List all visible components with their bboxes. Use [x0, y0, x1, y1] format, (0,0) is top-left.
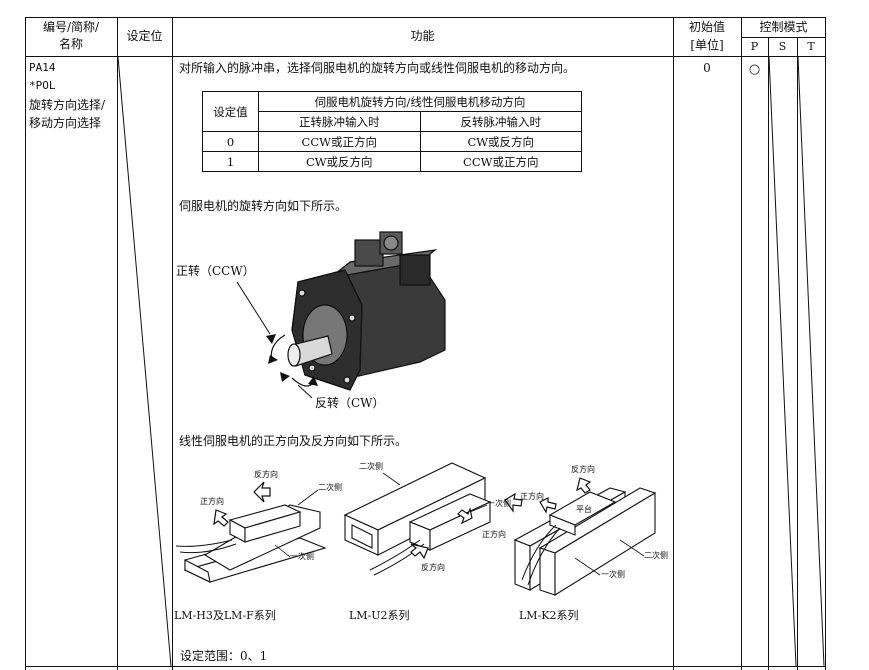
header-mode-p: P [750, 40, 759, 53]
dir-table-subheader-reverse: 反转脉冲输入时 [419, 111, 582, 132]
mode-divider-2 [797, 37, 798, 670]
table-header-bottom [25, 56, 826, 57]
param-number: PA14 [29, 61, 56, 74]
direction-table: 设定值 伺服电机旋转方向/线性伺服电机移动方向 正转脉冲输入时 反转脉冲输入时 … [202, 91, 582, 172]
col-divider-1 [117, 17, 118, 670]
table-row: 1 CW或反方向 CCW或正方向 [202, 151, 582, 172]
header-name-line2: 名称 [58, 37, 83, 51]
lm-k2-secondary-label: 二次侧 [644, 551, 668, 560]
param-abbr: *POL [29, 79, 56, 92]
series-lm-h3: LM-H3及LM-F系列 [174, 609, 276, 622]
table-border-bottom [25, 666, 826, 667]
col-divider-2 [172, 17, 173, 670]
series-lm-k2: LM-K2系列 [519, 609, 579, 622]
table-border-top [25, 17, 826, 18]
header-setting: 设定位 [126, 29, 163, 43]
lm-h3-secondary-label: 二次侧 [318, 483, 342, 492]
dir-table-header-value: 设定值 [202, 91, 259, 132]
lm-u2-primary-label: 一次侧 [487, 499, 511, 508]
param-name-line1: 旋转方向选择/ [29, 98, 106, 112]
function-description: 对所输入的脉冲串，选择伺服电机的旋转方向或线性伺服电机的移动方向。 [179, 61, 576, 75]
lm-h3-forward-label: 正方向 [200, 497, 224, 506]
dir-cell-forward: CW或反方向 [258, 151, 421, 172]
mode-divider-1 [768, 37, 769, 670]
param-name-line2: 移动方向选择 [29, 116, 102, 130]
lm-k2-primary-label: 一次侧 [601, 570, 625, 579]
setting-range: 设定范围：0、1 [180, 649, 268, 663]
cw-label: 反转（CW） [315, 396, 385, 410]
col-divider-3 [673, 17, 674, 670]
lm-h3-primary-label: 一次侧 [290, 552, 314, 561]
header-initial-line1: 初始值 [688, 20, 725, 34]
dir-table-subheader-forward: 正转脉冲输入时 [258, 111, 421, 132]
header-mode-t: T [807, 40, 815, 53]
col-border-right [825, 17, 826, 670]
col-divider-4 [741, 17, 742, 670]
linear-caption: 线性伺服电机的正方向及反方向如下所示。 [179, 434, 408, 448]
header-function: 功能 [410, 29, 435, 43]
lm-u2-forward-label: 正方向 [482, 530, 506, 539]
col-border-left [25, 17, 26, 670]
mode-p-mark: ○ [748, 62, 761, 77]
header-name-line1: 编号/简称/ [42, 20, 100, 34]
dir-cell-reverse: CW或反方向 [419, 131, 582, 152]
lm-h3-reverse-label: 反方向 [254, 470, 278, 479]
lm-u2-secondary-label: 二次侧 [359, 462, 383, 471]
dir-cell-value: 1 [202, 151, 259, 172]
lm-u2-reverse-label: 反方向 [421, 563, 445, 572]
header-mode-s: S [778, 40, 787, 53]
mode-header-line [741, 37, 826, 38]
dir-cell-forward: CCW或正方向 [258, 131, 421, 152]
ccw-label: 正转（CCW） [176, 264, 255, 278]
header-initial-line2: [单位] [690, 38, 724, 52]
rotary-caption: 伺服电机的旋转方向如下所示。 [179, 199, 348, 213]
dir-cell-reverse: CCW或正方向 [419, 151, 582, 172]
series-lm-u2: LM-U2系列 [349, 609, 410, 622]
header-control-mode: 控制模式 [759, 20, 808, 34]
lm-k2-forward-label: 正方向 [520, 492, 544, 501]
initial-value: 0 [703, 61, 711, 75]
lm-k2-table-label: 平台 [576, 505, 592, 514]
lm-k2-reverse-label: 反方向 [571, 465, 595, 474]
